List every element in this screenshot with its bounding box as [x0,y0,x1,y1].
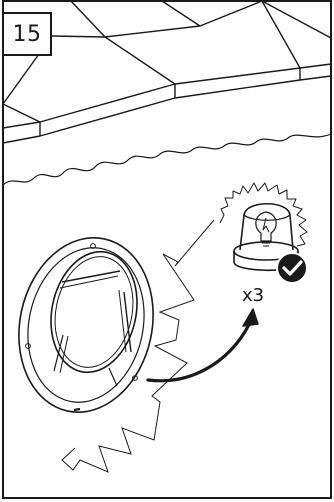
lamp-bulb [255,211,277,242]
step-number: 15 [3,12,52,56]
repeat-arrow-shaft [146,316,254,383]
check-mark [282,260,303,276]
device-body [18,237,154,413]
device-logo-mark [73,407,81,412]
checkmark-icon [276,252,308,284]
lamp-base-top [233,241,299,261]
shake-outline [61,219,215,473]
device-outer-ring [18,237,154,413]
ceiling-tiles [2,0,332,144]
lamp-flash-burst [219,182,308,247]
device-lens-outer [50,250,138,374]
repeat-arrow-head [242,308,259,327]
lamp-dome [239,203,294,251]
check-badge [276,252,308,284]
ceiling-cutline [2,133,332,186]
repeat-count-label: x3 [242,285,265,306]
device-lens-inner [54,256,134,368]
device-rim [27,247,145,403]
